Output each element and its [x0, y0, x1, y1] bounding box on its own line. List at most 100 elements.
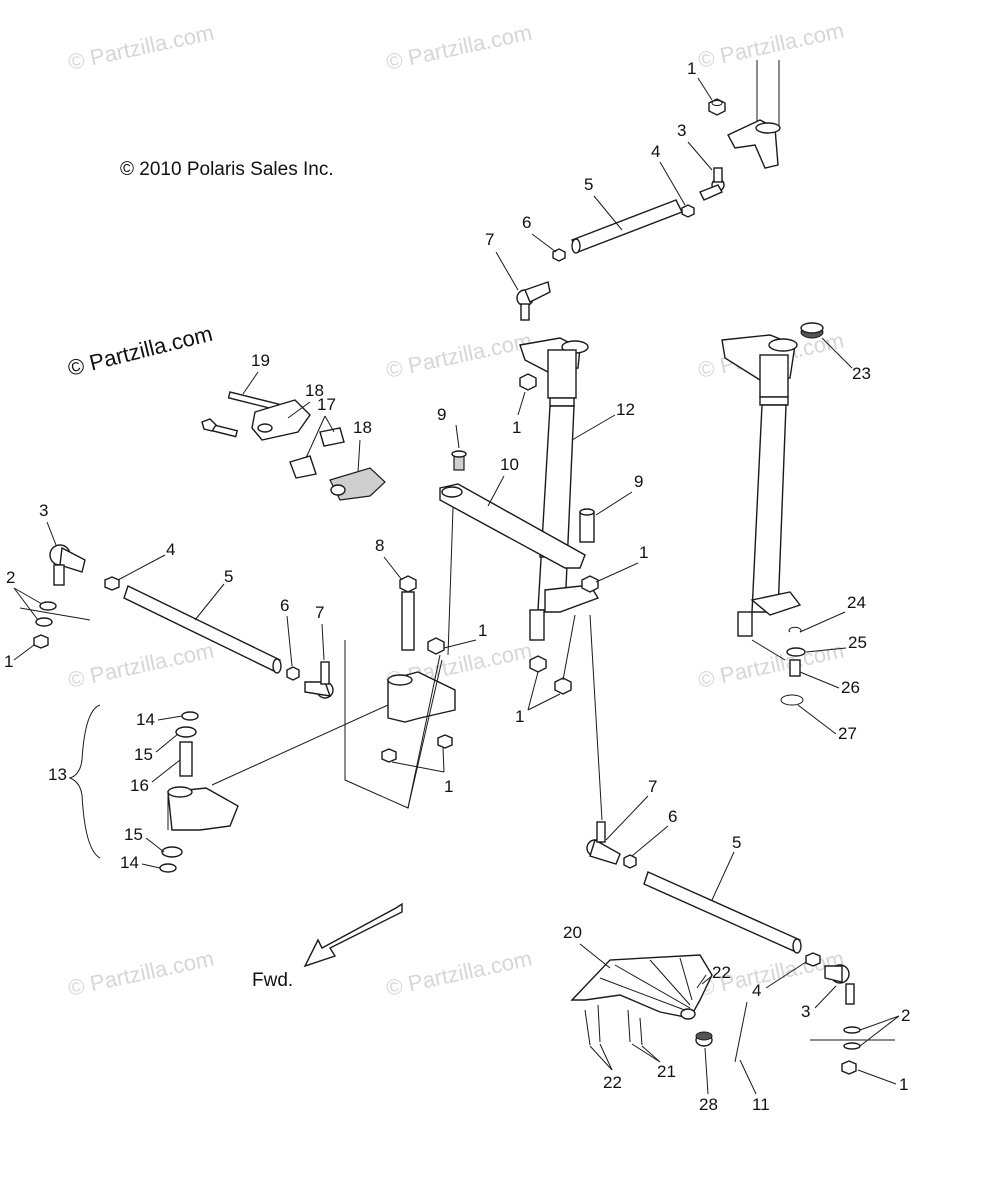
- tie-rod-top: [571, 199, 683, 254]
- callout-6: 6: [668, 807, 677, 826]
- steering-post-right: [721, 334, 802, 637]
- callout-10: 10: [500, 455, 519, 474]
- nuts-bracket: [381, 637, 453, 763]
- callout-3: 3: [677, 121, 686, 140]
- callout-15: 15: [124, 825, 143, 844]
- callout-25: 25: [848, 633, 867, 652]
- washers-2-right: [810, 1026, 895, 1050]
- nut-center-right: [581, 575, 599, 593]
- jam-nut-left: [104, 576, 120, 591]
- callout-2: 2: [901, 1006, 910, 1025]
- callout-layer: 1 3 4 5 6 7 19 18 17 18 9 1 12 10 9 1 8 …: [4, 59, 910, 1114]
- screws-21-22: [584, 974, 707, 1046]
- clamp-18-right: [329, 467, 386, 501]
- callout-1: 1: [639, 543, 648, 562]
- bracket-leader: [344, 640, 441, 809]
- brand-text: © Partzilla.com: [65, 321, 215, 381]
- callout-15: 15: [134, 745, 153, 764]
- callout-14: 14: [120, 853, 139, 872]
- cap-23: [800, 322, 824, 339]
- idler-bracket: [387, 671, 456, 723]
- callout-27: 27: [838, 724, 857, 743]
- callout-16: 16: [130, 776, 149, 795]
- direction-label: Fwd.: [252, 970, 293, 991]
- upper-steering-post: [727, 60, 781, 169]
- nuts-center-lower: [529, 655, 572, 695]
- bolt-8: [399, 575, 417, 651]
- tie-rod-end-top: [699, 167, 725, 201]
- callout-26: 26: [841, 678, 860, 697]
- callout-1: 1: [687, 59, 696, 78]
- watermark: © Partzilla.com: [696, 638, 846, 693]
- tie-rod-right: [643, 871, 802, 954]
- bushing-17: [289, 427, 345, 479]
- callout-22: 22: [603, 1073, 622, 1092]
- callout-1: 1: [444, 777, 453, 796]
- callout-12: 12: [616, 400, 635, 419]
- callout-1: 1: [899, 1075, 908, 1094]
- callout-3: 3: [801, 1002, 810, 1021]
- jam-nut-6-right: [623, 854, 637, 869]
- nut-left: [33, 634, 49, 649]
- watermark: © Partzilla.com: [384, 328, 534, 383]
- forward-arrow: [303, 902, 403, 968]
- circlip-24: [788, 626, 802, 633]
- callout-9: 9: [634, 472, 643, 491]
- bolt-9-right: [579, 508, 595, 543]
- callout-8: 8: [375, 536, 384, 555]
- callout-28: 28: [699, 1095, 718, 1114]
- callout-18: 18: [353, 418, 372, 437]
- washer-25: [786, 647, 806, 657]
- bolt-9-left: [451, 424, 467, 471]
- pitman-arm: [439, 483, 586, 569]
- leader-line: [589, 614, 603, 821]
- callout-4: 4: [166, 540, 175, 559]
- leader-line: [447, 507, 454, 656]
- clamp-18-left: [251, 399, 311, 441]
- callout-5: 5: [732, 833, 741, 852]
- jam-nut-top: [681, 204, 695, 218]
- callout-7: 7: [648, 777, 657, 796]
- watermark: © Partzilla.com: [66, 946, 216, 1001]
- washers-2-left: [19, 601, 91, 627]
- nut-center-top: [519, 373, 537, 391]
- bushing-26: [789, 659, 801, 677]
- tie-rod-left: [123, 585, 282, 674]
- callout-1: 1: [512, 418, 521, 437]
- callout-7: 7: [485, 230, 494, 249]
- callout-2: 2: [6, 568, 15, 587]
- callout-17: 17: [317, 395, 336, 414]
- callout-5: 5: [224, 567, 233, 586]
- callout-1: 1: [4, 652, 13, 671]
- callout-1: 1: [478, 621, 487, 640]
- callout-20: 20: [563, 923, 582, 942]
- cable-tie-11: [734, 1001, 748, 1063]
- callout-11: 11: [752, 1095, 770, 1114]
- callout-13: 13: [48, 765, 67, 784]
- callout-14: 14: [136, 710, 155, 729]
- snap-ring-27: [780, 694, 804, 706]
- jam-nut-6-left: [286, 666, 300, 681]
- callout-6: 6: [280, 596, 289, 615]
- nut-right: [841, 1060, 857, 1075]
- leader-line: [407, 659, 443, 809]
- callout-3: 3: [39, 501, 48, 520]
- watermark: © Partzilla.com: [384, 946, 534, 1001]
- callout-7: 7: [315, 603, 324, 622]
- callout-5: 5: [584, 175, 593, 194]
- tie-rod-end-top-left: [516, 281, 551, 321]
- leader-line: [562, 614, 576, 681]
- watermark: © Partzilla.com: [66, 20, 216, 75]
- grommet-28: [695, 1031, 713, 1047]
- nut-top: [708, 98, 726, 116]
- callout-22: 22: [712, 963, 731, 982]
- callout-1: 1: [515, 707, 524, 726]
- callout-6: 6: [522, 213, 531, 232]
- tie-rod-end-3-right: [824, 964, 855, 1005]
- callout-9: 9: [437, 405, 446, 424]
- callout-4: 4: [752, 981, 761, 1000]
- callout-24: 24: [847, 593, 866, 612]
- assembly-13: [68, 704, 389, 873]
- tie-rod-end-left: [49, 544, 86, 586]
